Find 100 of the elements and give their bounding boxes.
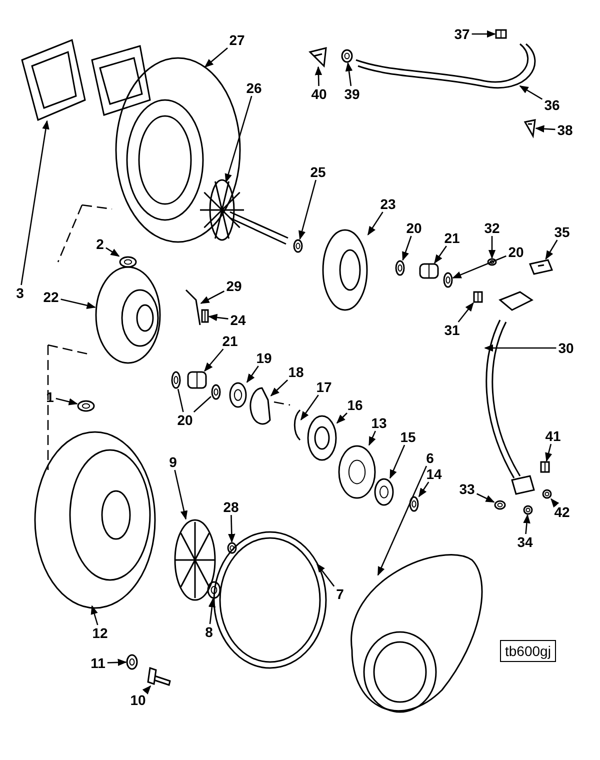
leader-line [193, 396, 212, 412]
leader-line [314, 66, 322, 86]
leader-line [488, 236, 496, 259]
callout-number: 24 [229, 313, 247, 327]
leader-line [204, 48, 228, 68]
o-ring-drawing [338, 445, 376, 499]
callout-number: 37 [453, 27, 471, 41]
drawing-code-label: tb600gj [500, 640, 556, 662]
compressor-wheel-drawing [174, 519, 216, 601]
callout-number: 36 [543, 98, 561, 112]
screw-drawing [201, 309, 209, 323]
leader-line [377, 466, 428, 576]
leader-line [523, 514, 530, 534]
connector-drawing [341, 49, 353, 63]
leader-line [545, 240, 558, 260]
leader-line [519, 85, 543, 100]
callout-number: 11 [90, 656, 106, 670]
seal-ring-drawing [293, 239, 303, 253]
leader-line [106, 247, 120, 257]
callout-number: 14 [425, 467, 443, 481]
leader-line [484, 344, 556, 352]
callout-number: 3 [15, 286, 25, 300]
callout-number: 39 [343, 87, 361, 101]
thrust-bearing-drawing [250, 387, 271, 425]
bolt-drawing [147, 667, 171, 686]
callout-number: 34 [516, 535, 534, 549]
retaining-ring-drawing [395, 260, 405, 276]
leader-line [472, 30, 496, 38]
leader-line [316, 563, 335, 587]
callout-number: 22 [42, 290, 60, 304]
callout-number: 29 [225, 279, 243, 293]
callout-number: 23 [379, 197, 397, 211]
callout-number: 21 [443, 231, 461, 245]
gasket-drawing [529, 259, 554, 275]
leader-line [208, 314, 228, 322]
retaining-ring-drawing [171, 371, 181, 389]
leader-line [107, 658, 127, 666]
callout-number: 6 [425, 451, 435, 465]
callout-number: 25 [309, 165, 327, 179]
leader-line [204, 348, 224, 372]
callout-number: 17 [315, 380, 333, 394]
gasket-drawing [494, 500, 506, 510]
leader-line [345, 62, 353, 86]
callout-number: 30 [557, 341, 575, 355]
leader-line [200, 290, 225, 304]
gasket-drawing [77, 400, 95, 412]
callout-number: 35 [553, 225, 571, 239]
callout-number: 42 [553, 505, 571, 519]
oil-hose-drawing [356, 43, 536, 88]
callout-number: 7 [335, 587, 345, 601]
retaining-ring-drawing [443, 272, 453, 288]
leader-line [545, 444, 552, 462]
leader-line [458, 302, 474, 322]
callout-number: 20 [176, 413, 194, 427]
leader-line [60, 298, 96, 309]
leader-line [246, 366, 259, 383]
leader-line [336, 412, 348, 424]
callout-number: 13 [370, 416, 388, 430]
turbine-wheel-drawing [200, 179, 289, 245]
leader-line [228, 514, 236, 543]
callout-number: 32 [483, 221, 501, 235]
leader-line [300, 394, 319, 420]
insert-drawing [307, 415, 337, 461]
callout-number: 2 [95, 237, 105, 251]
callout-number: 9 [168, 455, 178, 469]
leader-line [390, 444, 406, 479]
oil-tube-drawing [185, 289, 201, 326]
leader-line [90, 605, 98, 626]
callout-number: 27 [228, 33, 246, 47]
bolt-drawing [473, 291, 483, 303]
leader-line [476, 493, 495, 503]
callout-number: 21 [221, 334, 239, 348]
leader-line [298, 180, 316, 240]
callout-number: 20 [405, 221, 423, 235]
gasket-drawing [119, 256, 137, 268]
leader-line [367, 212, 384, 236]
callout-number: 19 [255, 351, 273, 365]
oil-drain-tube-drawing [486, 291, 535, 495]
callout-number: 8 [204, 625, 214, 639]
callout-number: 15 [399, 430, 417, 444]
washer-drawing [523, 505, 533, 515]
washer-drawing [487, 258, 497, 266]
leader-line [368, 430, 376, 446]
bearing-drawing [187, 371, 207, 389]
backplate-drawing [322, 229, 368, 311]
bolt-drawing [540, 461, 550, 473]
callout-number: 16 [346, 398, 364, 412]
washer-drawing [126, 654, 138, 670]
leader-line [270, 380, 288, 396]
leader-line [177, 388, 184, 412]
callout-number: 33 [458, 482, 476, 496]
leader-line [56, 398, 78, 406]
gasket-drawing [21, 38, 86, 122]
leader-line [434, 246, 447, 264]
clip-drawing [524, 119, 536, 137]
thrust-collar-drawing [229, 382, 247, 408]
washer-drawing [542, 489, 552, 499]
fitting-drawing [495, 29, 507, 39]
leader-line [142, 685, 152, 695]
snap-ring-drawing [294, 410, 301, 440]
